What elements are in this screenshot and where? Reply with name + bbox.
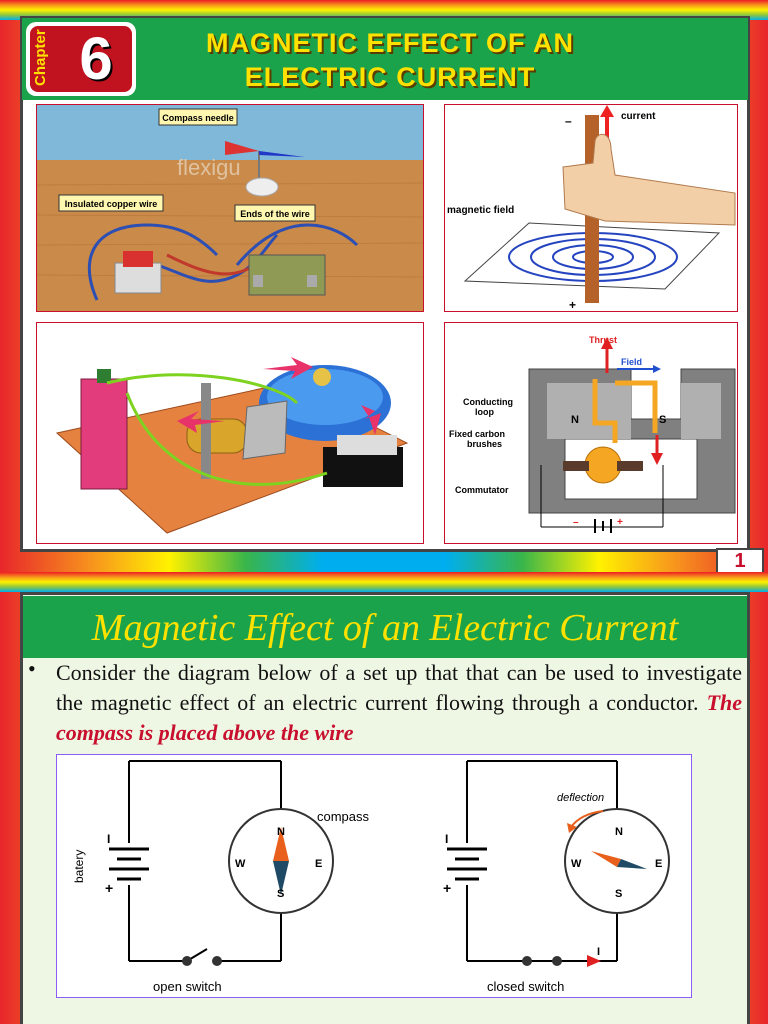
- label-magnetic-field: magnetic field: [447, 205, 514, 216]
- label-thrust: Thrust: [589, 335, 617, 345]
- label-current: current: [621, 111, 656, 122]
- label-field: Field: [621, 357, 642, 367]
- svg-text:+: +: [443, 880, 451, 896]
- right-hand-rule-image: current magnetic field – +: [444, 104, 738, 312]
- circuit-diagram: batery I + compass N S W E open switch I…: [56, 754, 692, 998]
- svg-text:+: +: [617, 517, 623, 528]
- label-compass-needle: Compass needle: [162, 113, 234, 123]
- body-text: Consider the diagram below of a set up t…: [56, 660, 743, 745]
- chapter-word: Chapter: [32, 29, 49, 86]
- svg-text:+: +: [569, 298, 576, 312]
- dc-motor-image: Thrust Field Conducting loop Fixed carbo…: [444, 322, 738, 544]
- electric-bell-image: [36, 322, 424, 544]
- rainbow-border: [0, 0, 768, 20]
- label-closed-switch: closed switch: [487, 979, 564, 994]
- slide-2-title: Magnetic Effect of an Electric Current: [91, 607, 679, 649]
- svg-text:Conducting: Conducting: [463, 397, 513, 407]
- title-bar: [22, 18, 748, 100]
- svg-text:E: E: [655, 858, 662, 870]
- svg-text:N: N: [277, 826, 285, 838]
- svg-text:E: E: [315, 858, 322, 870]
- svg-text:I: I: [597, 946, 600, 958]
- label-battery: batery: [72, 850, 86, 883]
- bullet: •: [28, 656, 36, 681]
- svg-text:N: N: [571, 414, 579, 426]
- label-compass: compass: [317, 809, 370, 824]
- svg-text:–: –: [573, 517, 579, 528]
- chapter-title: MAGNETIC EFFECT OF AN ELECTRIC CURRENT: [206, 28, 574, 92]
- label-deflection: deflection: [557, 792, 604, 804]
- svg-text:I: I: [107, 832, 110, 846]
- svg-text:S: S: [615, 888, 622, 900]
- body-highlight: The compass is placed above the wire: [56, 690, 743, 745]
- watermark: flexigu: [177, 155, 241, 180]
- svg-text:Fixed carbon: Fixed carbon: [449, 429, 505, 439]
- svg-text:W: W: [571, 858, 582, 870]
- rainbow-border: [0, 572, 768, 592]
- svg-text:S: S: [277, 888, 284, 900]
- title-bar-2: [23, 596, 747, 658]
- slide-2: Magnetic Effect of an Electric Current •…: [0, 572, 768, 1024]
- svg-text:N: N: [615, 826, 623, 838]
- chapter-badge: Chapter 6: [26, 22, 136, 96]
- svg-text:+: +: [105, 880, 113, 896]
- svg-text:–: –: [565, 114, 572, 128]
- compass-experiment-image: flexigu Compass needle Insulated copper …: [36, 104, 424, 312]
- svg-text:loop: loop: [475, 407, 494, 417]
- svg-text:W: W: [235, 858, 246, 870]
- label-insulated-wire: Insulated copper wire: [65, 199, 158, 209]
- svg-text:Commutator: Commutator: [455, 485, 509, 495]
- label-ends-wire: Ends of the wire: [240, 209, 310, 219]
- svg-text:S: S: [659, 414, 666, 426]
- svg-text:I: I: [445, 832, 448, 846]
- slide-1: Chapter 6 MAGNETIC EFFECT OF AN ELECTRIC…: [0, 0, 768, 574]
- chapter-number: 6: [79, 25, 113, 92]
- page-number: 1: [716, 548, 764, 574]
- svg-text:brushes: brushes: [467, 439, 502, 449]
- label-open-switch: open switch: [153, 979, 222, 994]
